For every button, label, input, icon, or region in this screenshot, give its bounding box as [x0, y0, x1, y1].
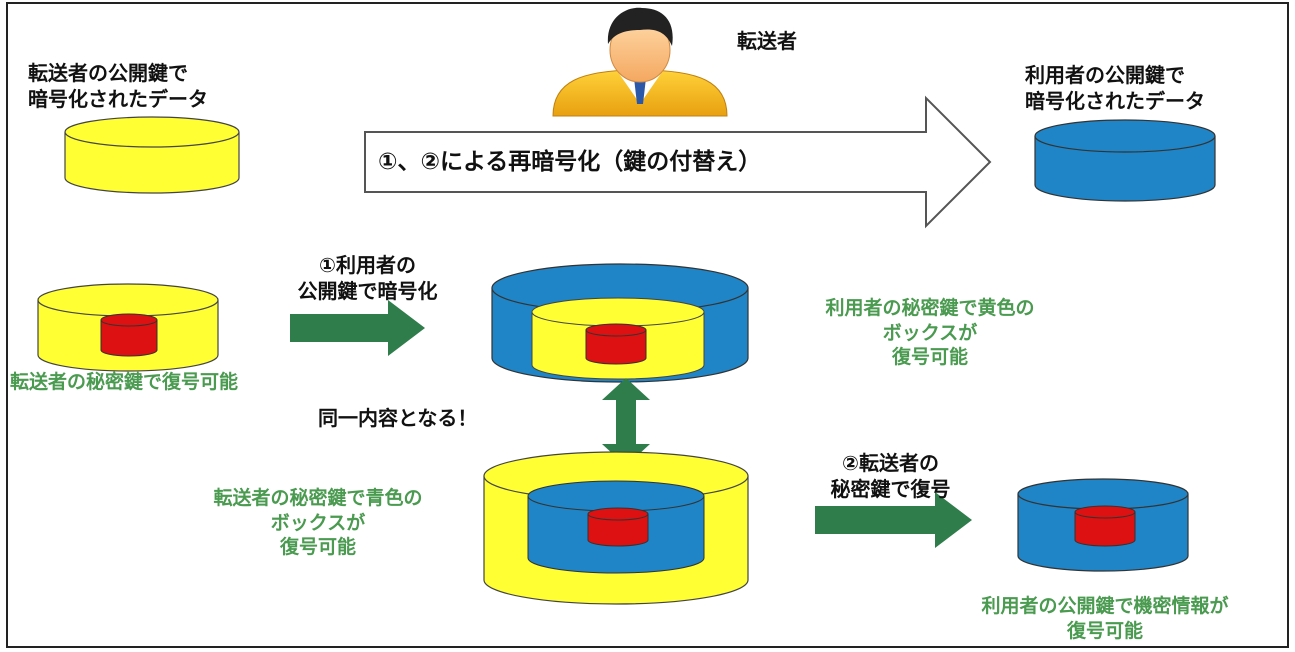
- bottom-right-caption: 利用者の公開鍵で機密情報が 復号可能: [930, 594, 1280, 643]
- same-content-double-arrow: [602, 378, 650, 466]
- top-left-caption: 転送者の公開鍵で 暗号化されたデータ: [28, 60, 208, 112]
- top-right-caption: 利用者の公開鍵で 暗号化されたデータ: [1025, 62, 1205, 114]
- step1-label-line2: 公開鍵で暗号化: [297, 279, 438, 303]
- step2-label-line1: ②転送者の: [842, 451, 939, 475]
- step1-green-arrow: [290, 300, 425, 356]
- middle-blue-nested-cylinder: [491, 263, 749, 383]
- middle-left-nested-cylinder: [37, 283, 219, 372]
- bottom-left-caption-line1: 転送者の秘密鍵で青色の: [213, 487, 423, 509]
- bottom-left-caption-line3: 復号可能: [279, 536, 356, 559]
- bottom-left-caption-line2: ボックスが: [270, 511, 366, 534]
- top-left-caption-line1: 転送者の公開鍵で: [28, 61, 188, 85]
- bottom-yellow-nested-cylinder: [483, 451, 749, 605]
- middle-right-caption-line3: 復号可能: [891, 346, 968, 369]
- step2-label: ②転送者の 秘密鍵で復号: [808, 450, 973, 502]
- bottom-right-nested-cylinder: [1017, 478, 1189, 572]
- middle-left-caption: 転送者の秘密鍵で復号可能: [10, 371, 239, 393]
- person-icon: [552, 7, 728, 117]
- step2-green-arrow: [815, 492, 972, 548]
- same-content-label: 同一内容となる！: [318, 406, 478, 430]
- bottom-left-caption: 転送者の秘密鍵で青色の ボックスが 復号可能: [168, 486, 468, 560]
- top-right-caption-line2: 暗号化されたデータ: [1025, 89, 1205, 113]
- re-encrypt-big-arrow: [364, 95, 992, 229]
- top-right-blue-cylinder: [1034, 119, 1216, 202]
- middle-right-caption: 利用者の秘密鍵で黄色の ボックスが 復号可能: [780, 296, 1080, 370]
- middle-right-caption-line2: ボックスが: [882, 321, 978, 344]
- top-left-yellow-cylinder: [64, 116, 240, 194]
- bottom-right-caption-line1: 利用者の公開鍵で機密情報が: [981, 595, 1229, 617]
- top-right-caption-line1: 利用者の公開鍵で: [1025, 63, 1185, 87]
- step2-label-line2: 秘密鍵で復号: [830, 477, 951, 501]
- diagram-frame: [6, 2, 1289, 648]
- top-left-caption-line2: 暗号化されたデータ: [28, 87, 208, 111]
- step1-label-line1: ①利用者の: [319, 253, 416, 277]
- bottom-right-caption-line2: 復号可能: [1066, 619, 1143, 642]
- big-arrow-label: ①、②による再暗号化（鍵の付替え）: [378, 149, 762, 175]
- middle-right-caption-line1: 利用者の秘密鍵で黄色の: [825, 297, 1035, 319]
- person-label: 転送者: [737, 29, 797, 53]
- step1-label: ①利用者の 公開鍵で暗号化: [280, 252, 455, 304]
